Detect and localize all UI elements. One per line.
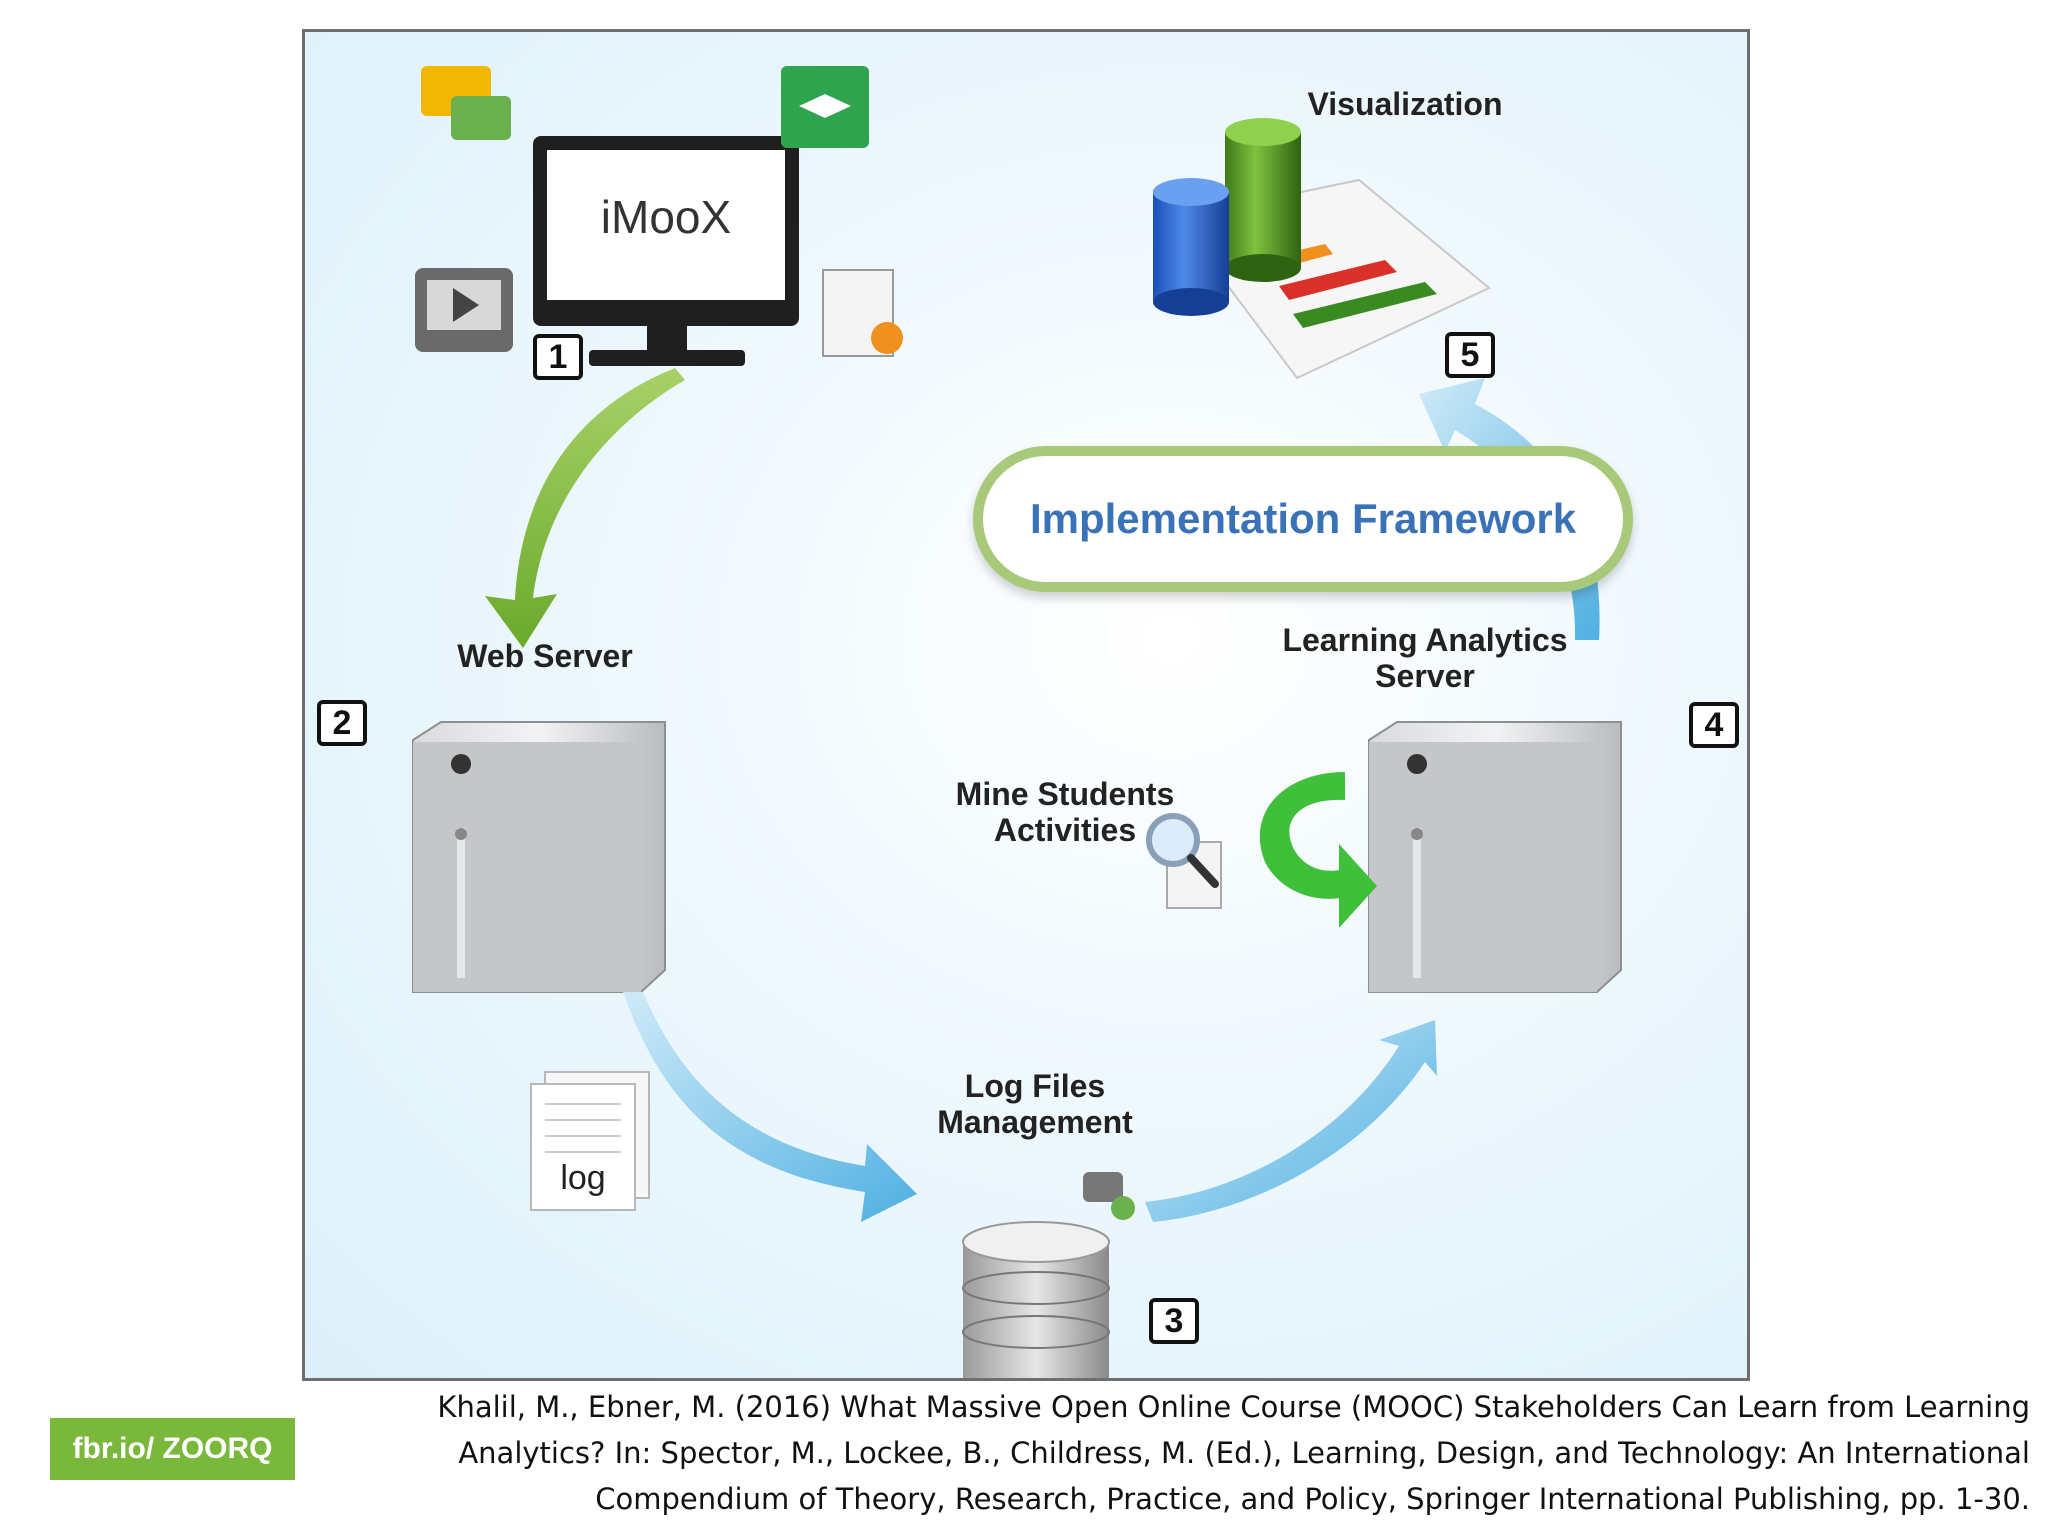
blue-arrow-3-to-4 — [1145, 1020, 1437, 1222]
database-icon — [962, 1221, 1110, 1378]
magnifier-icon — [1146, 813, 1222, 909]
chat-bubbles-icon — [421, 66, 511, 140]
diagram-graphics — [412, 66, 1622, 1378]
monitor-icon — [533, 136, 799, 366]
green-arrow-mine — [1259, 772, 1377, 928]
web-server-icon — [412, 721, 666, 993]
graduation-cap-icon — [781, 66, 869, 148]
step-2-badge: 2 — [317, 700, 367, 746]
log-files-label: Log Files Management — [937, 1068, 1133, 1140]
web-server-label: Web Server — [457, 638, 633, 674]
step-3-badge: 3 — [1149, 1298, 1199, 1344]
citation-line: Compendium of Theory, Research, Practice… — [595, 1482, 2030, 1516]
citation-line: Analytics? In: Spector, M., Lockee, B., … — [458, 1436, 2030, 1470]
step-1-badge: 1 — [533, 334, 583, 380]
quiz-document-icon — [822, 269, 903, 357]
imoox-logo: iMooX — [600, 191, 732, 243]
log-file-label: log — [560, 1159, 606, 1197]
analytics-server-icon — [1368, 721, 1622, 993]
log-file-icon — [530, 1071, 650, 1211]
framework-title: Implementation Framework — [1029, 495, 1577, 542]
step-5-badge: 5 — [1445, 332, 1495, 378]
blue-arrow-2-to-3 — [623, 992, 917, 1222]
mine-activities-label: Mine Students Activities — [955, 776, 1175, 848]
visualization-icon — [1153, 118, 1491, 380]
citation-line: Khalil, M., Ebner, M. (2016) What Massiv… — [437, 1390, 2030, 1424]
green-arrow-1-to-2 — [485, 368, 685, 648]
analytics-server-label: Learning Analytics Server — [1282, 622, 1568, 694]
visualization-label: Visualization — [1307, 86, 1503, 122]
brand-badge[interactable]: fbr.io/ ZOORQ — [50, 1418, 295, 1480]
diagram-panel: iMooX Implementation Framework Visualiza… — [302, 29, 1750, 1381]
video-player-icon — [415, 268, 513, 352]
plugin-icon — [1083, 1172, 1135, 1220]
step-4-badge: 4 — [1689, 702, 1739, 748]
framework-pill: Implementation Framework — [973, 446, 1633, 592]
citation: Khalil, M., Ebner, M. (2016) What Massiv… — [310, 1384, 2030, 1522]
